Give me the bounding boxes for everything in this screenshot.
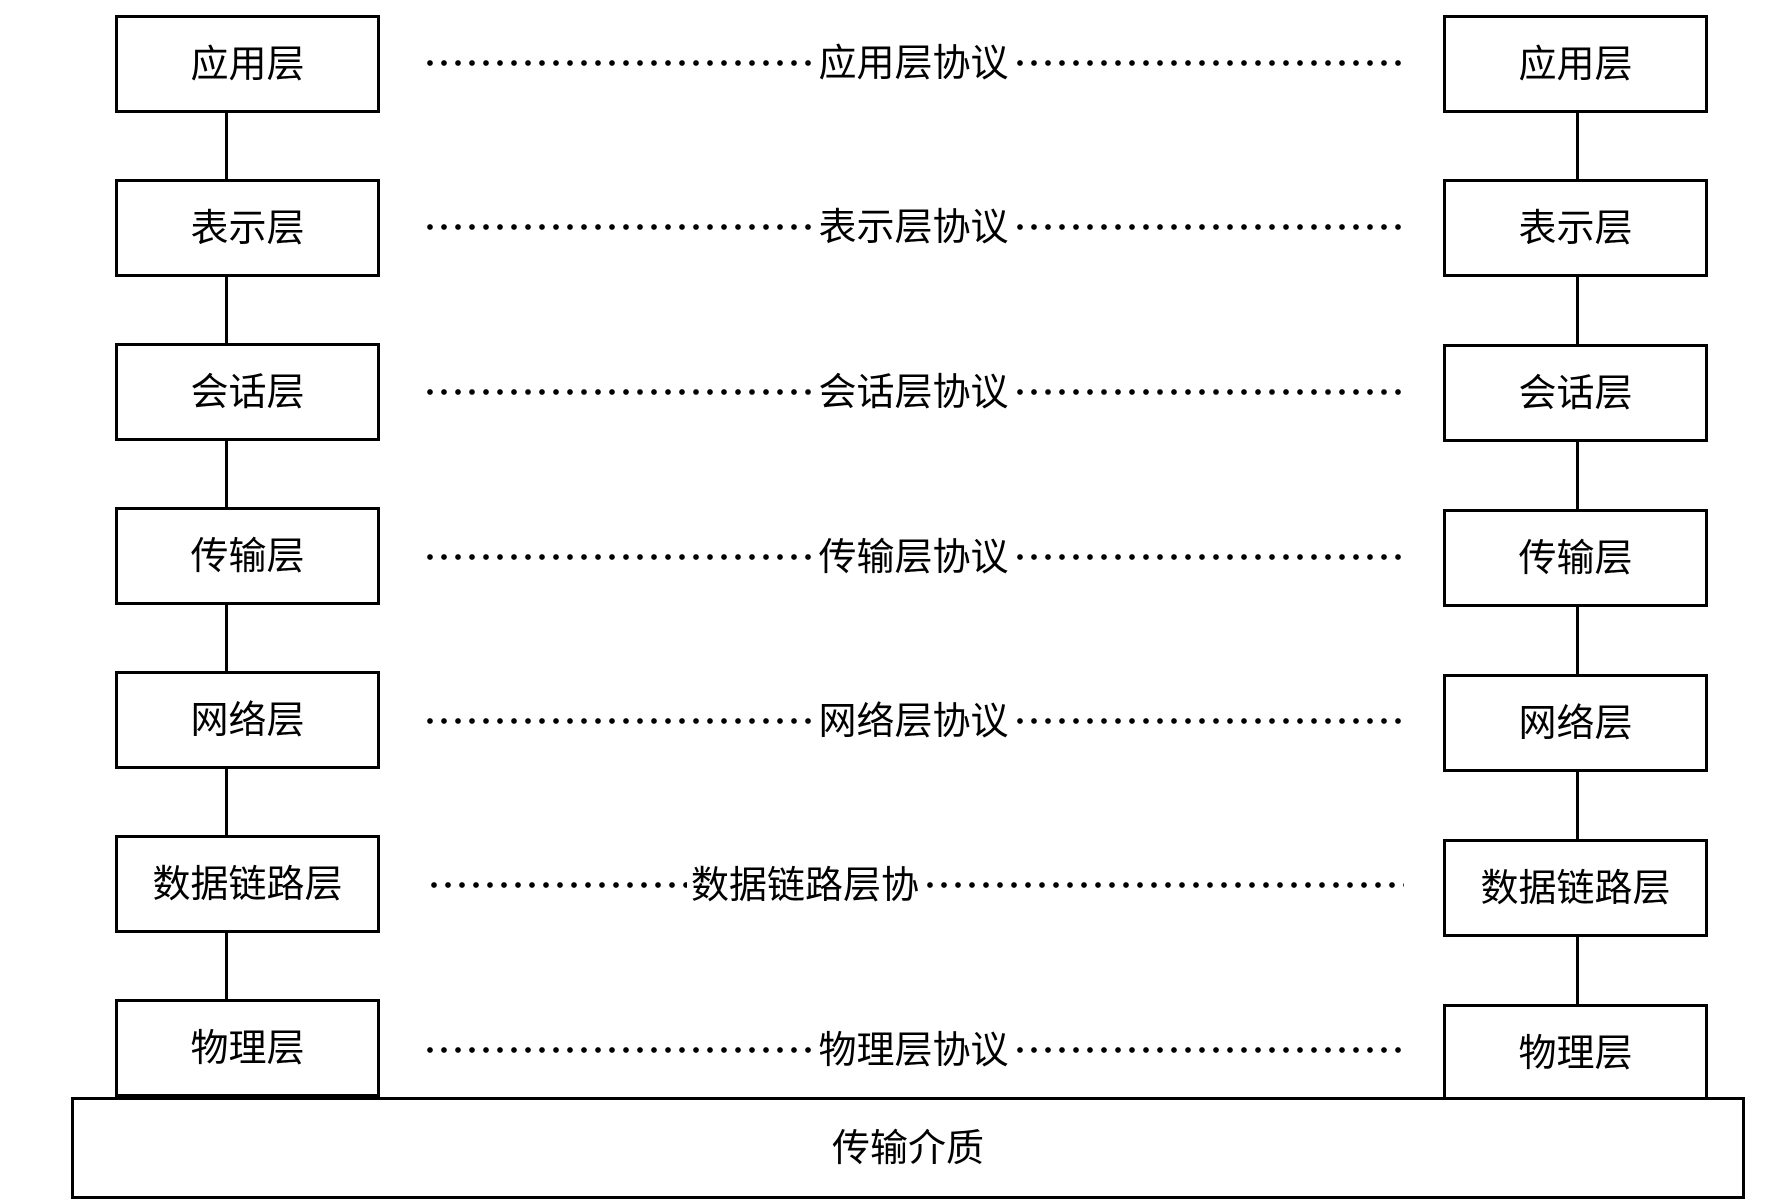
dotted-line	[1012, 60, 1405, 66]
left-layer-physical: 物理层	[115, 999, 380, 1097]
left-layer-label: 物理层	[190, 1026, 305, 1070]
left-connector	[225, 441, 228, 507]
dotted-line	[423, 554, 815, 560]
protocol-label: 传输层协议	[818, 535, 1009, 579]
left-layer-application: 应用层	[115, 15, 380, 113]
protocol-label: 表示层协议	[818, 205, 1009, 249]
protocol-row-transport: 传输层协议	[423, 527, 1405, 587]
right-layer-application: 应用层	[1443, 15, 1708, 113]
protocol-label: 网络层协议	[818, 699, 1009, 743]
left-connector	[225, 769, 228, 835]
left-connector	[225, 277, 228, 343]
right-layer-session: 会话层	[1443, 344, 1708, 442]
left-connector	[225, 113, 228, 179]
protocol-row-datalink: 数据链路层协	[427, 855, 1404, 915]
left-layer-label: 网络层	[190, 698, 305, 742]
protocol-label: 应用层协议	[818, 41, 1009, 85]
right-connector	[1576, 937, 1579, 1004]
right-connector	[1576, 607, 1579, 674]
left-layer-label: 表示层	[190, 206, 305, 250]
dotted-line	[423, 224, 815, 230]
right-layer-label: 表示层	[1518, 206, 1633, 250]
dotted-line	[923, 882, 1404, 888]
transmission-medium-label: 传输介质	[831, 1126, 984, 1170]
right-layer-transport: 传输层	[1443, 509, 1708, 607]
left-layer-label: 会话层	[190, 370, 305, 414]
protocol-row-application: 应用层协议	[423, 33, 1405, 93]
protocol-label: 数据链路层协	[691, 863, 920, 907]
protocol-row-physical: 物理层协议	[423, 1020, 1405, 1080]
protocol-row-network: 网络层协议	[423, 691, 1405, 751]
dotted-line	[1012, 1047, 1405, 1053]
left-layer-transport: 传输层	[115, 507, 380, 605]
left-layer-label: 应用层	[190, 42, 305, 86]
dotted-line	[1012, 718, 1405, 724]
right-layer-label: 会话层	[1518, 371, 1633, 415]
left-layer-presentation: 表示层	[115, 179, 380, 277]
right-layer-label: 数据链路层	[1480, 866, 1671, 910]
right-layer-label: 应用层	[1518, 42, 1633, 86]
dotted-line	[423, 60, 815, 66]
right-layer-network: 网络层	[1443, 674, 1708, 772]
left-layer-datalink: 数据链路层	[115, 835, 380, 933]
protocol-label: 会话层协议	[818, 370, 1009, 414]
right-layer-label: 传输层	[1518, 536, 1633, 580]
right-layer-datalink: 数据链路层	[1443, 839, 1708, 937]
right-connector	[1576, 772, 1579, 839]
protocol-label: 物理层协议	[818, 1028, 1009, 1072]
left-layer-label: 传输层	[190, 534, 305, 578]
left-layer-session: 会话层	[115, 343, 380, 441]
left-connector	[225, 933, 228, 999]
dotted-line	[423, 389, 815, 395]
right-layer-label: 物理层	[1518, 1031, 1633, 1075]
left-layer-label: 数据链路层	[152, 862, 343, 906]
left-connector	[225, 605, 228, 671]
dotted-line	[1012, 224, 1405, 230]
right-connector	[1576, 442, 1579, 509]
dotted-line	[1012, 554, 1405, 560]
right-layer-physical: 物理层	[1443, 1004, 1708, 1102]
dotted-line	[1012, 389, 1405, 395]
dotted-line	[427, 882, 687, 888]
right-layer-presentation: 表示层	[1443, 179, 1708, 277]
transmission-medium: 传输介质	[71, 1097, 1745, 1199]
dotted-line	[423, 718, 815, 724]
left-layer-network: 网络层	[115, 671, 380, 769]
protocol-row-presentation: 表示层协议	[423, 197, 1405, 257]
right-layer-label: 网络层	[1518, 701, 1633, 745]
right-connector	[1576, 113, 1579, 179]
dotted-line	[423, 1047, 815, 1053]
right-connector	[1576, 277, 1579, 344]
protocol-row-session: 会话层协议	[423, 362, 1405, 422]
